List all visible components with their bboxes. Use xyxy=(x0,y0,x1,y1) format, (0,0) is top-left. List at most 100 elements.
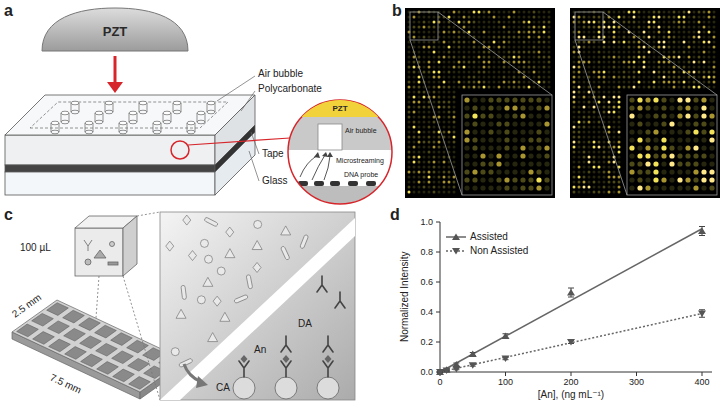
array-spot-zoom xyxy=(544,153,549,158)
array-spot xyxy=(603,76,606,79)
array-spot xyxy=(643,61,646,64)
array-spot xyxy=(493,71,496,74)
array-spot xyxy=(428,86,431,89)
array-spot xyxy=(423,26,426,29)
array-spot-zoom xyxy=(464,121,469,126)
error-bar xyxy=(568,288,574,297)
array-spot xyxy=(488,61,491,64)
array-spot xyxy=(608,71,611,74)
array-spot xyxy=(448,91,451,94)
array-spot xyxy=(473,76,476,79)
array-spot xyxy=(443,21,446,24)
array-spot xyxy=(578,36,581,39)
plate-well xyxy=(80,336,102,349)
array-spot-zoom xyxy=(528,161,533,166)
antigen xyxy=(241,355,248,363)
array-spot xyxy=(478,11,481,14)
array-spot-zoom xyxy=(661,161,666,166)
array-spot xyxy=(423,161,426,164)
array-spot xyxy=(643,36,646,39)
array-spot xyxy=(498,76,501,79)
array-spot xyxy=(413,101,416,104)
array-spot xyxy=(608,56,611,59)
figure-label: 100 xyxy=(498,377,513,387)
array-spot-zoom xyxy=(464,129,469,134)
array-spot xyxy=(408,186,411,189)
array-spot xyxy=(613,171,616,174)
array-spot xyxy=(598,161,601,164)
array-spot-zoom xyxy=(528,185,533,190)
array-spot xyxy=(453,76,456,79)
error-bar xyxy=(699,310,705,318)
array-spot xyxy=(703,71,706,74)
array-spot xyxy=(543,11,546,14)
array-spot xyxy=(603,101,606,104)
array-spot xyxy=(498,86,501,89)
array-spot xyxy=(533,61,536,64)
array-spot xyxy=(583,126,586,129)
array-spot xyxy=(423,166,426,169)
array-spot xyxy=(573,86,576,89)
array-spot-zoom xyxy=(677,145,682,150)
array-spot-zoom xyxy=(661,145,666,150)
array-spot xyxy=(638,41,641,44)
array-spot xyxy=(513,71,516,74)
array-spot xyxy=(438,71,441,74)
array-spot xyxy=(423,111,426,114)
array-spot xyxy=(408,46,411,49)
array-spot-zoom xyxy=(709,129,714,134)
array-spot xyxy=(503,46,506,49)
array-spot xyxy=(473,86,476,89)
array-spot xyxy=(608,91,611,94)
array-spot xyxy=(698,76,701,79)
array-spot xyxy=(643,51,646,54)
array-spot xyxy=(483,11,486,14)
array-spot xyxy=(413,181,416,184)
array-spot xyxy=(543,76,546,79)
array-spot xyxy=(648,26,651,29)
array-spot xyxy=(423,56,426,59)
array-spot-zoom xyxy=(701,97,706,102)
array-spot xyxy=(658,36,661,39)
array-spot xyxy=(593,61,596,64)
array-spot xyxy=(693,71,696,74)
array-spot xyxy=(433,136,436,139)
array-spot xyxy=(408,166,411,169)
array-spot xyxy=(458,36,461,39)
array-spot xyxy=(498,11,501,14)
array-spot xyxy=(578,191,581,194)
array-spot xyxy=(443,86,446,89)
figure-label: b xyxy=(392,2,402,20)
array-spot xyxy=(643,11,646,14)
array-spot xyxy=(693,66,696,69)
array-spot xyxy=(628,76,631,79)
array-spot xyxy=(493,16,496,19)
array-spot-zoom xyxy=(637,145,642,150)
array-spot-zoom xyxy=(645,121,650,126)
array-spot xyxy=(478,86,481,89)
array-spot xyxy=(608,171,611,174)
array-spot xyxy=(518,51,521,54)
array-spot xyxy=(663,66,666,69)
array-spot xyxy=(708,41,711,44)
array-spot xyxy=(463,21,466,24)
array-spot xyxy=(498,41,501,44)
array-spot xyxy=(413,156,416,159)
array-spot-zoom xyxy=(629,177,634,182)
antigen xyxy=(283,355,290,363)
figure-label: 400 xyxy=(694,377,709,387)
array-spot-zoom xyxy=(496,153,501,158)
array-spot xyxy=(703,56,706,59)
array-spot xyxy=(663,11,666,14)
array-spot xyxy=(513,76,516,79)
array-spot xyxy=(588,156,591,159)
data-marker xyxy=(698,311,706,318)
array-spot xyxy=(543,71,546,74)
array-spot-zoom xyxy=(709,121,714,126)
array-spot xyxy=(448,191,451,194)
array-spot-zoom xyxy=(685,145,690,150)
array-spot xyxy=(513,86,516,89)
array-spot xyxy=(438,166,441,169)
array-spot xyxy=(613,101,616,104)
array-spot xyxy=(428,61,431,64)
